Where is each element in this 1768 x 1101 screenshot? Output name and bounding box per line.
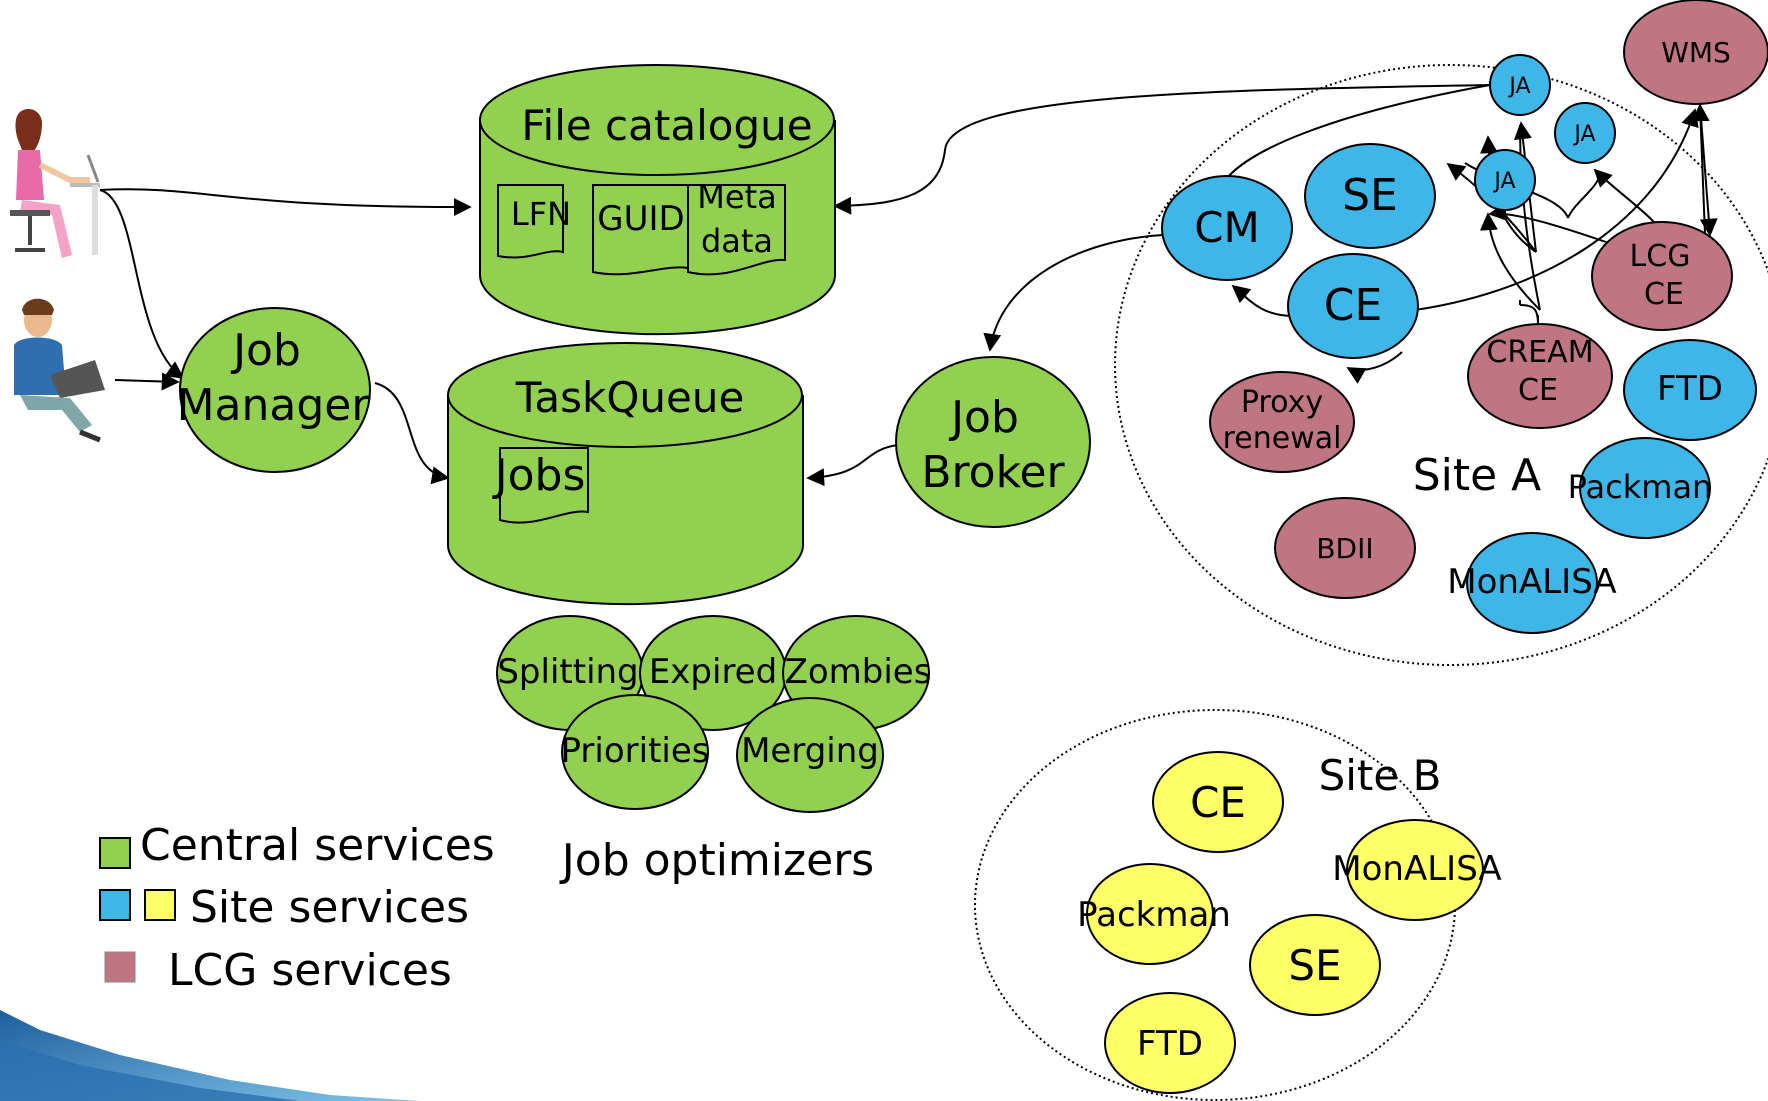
female-user-icon bbox=[10, 108, 100, 258]
optimizer-priorities[interactable] bbox=[561, 694, 709, 810]
monalisa-label: MonALISA bbox=[1447, 562, 1616, 602]
ja-label-2: JA bbox=[1572, 122, 1595, 147]
site-b-ce-label: CE bbox=[1190, 778, 1246, 827]
ftd-label: FTD bbox=[1657, 369, 1723, 409]
site-b-se[interactable]: SE bbox=[1249, 914, 1381, 1016]
site-a-ce[interactable]: CE bbox=[1287, 253, 1419, 359]
metadata-document: Meta data bbox=[687, 178, 786, 276]
metadata-label-line2: data bbox=[701, 222, 773, 260]
legend-swatch-site-blue bbox=[99, 889, 131, 921]
site-a-monalisa[interactable]: MonALISA bbox=[1447, 532, 1617, 634]
optimizer-zombies-label: Zombies bbox=[785, 652, 932, 692]
site-b-monalisa[interactable]: MonALISA bbox=[1332, 819, 1502, 921]
site-a-ja-3[interactable]: JA bbox=[1474, 149, 1536, 211]
cream-ce-label-line2: CE bbox=[1518, 373, 1558, 408]
site-b-monalisa-label: MonALISA bbox=[1332, 849, 1501, 889]
legend-swatch-site-yellow bbox=[144, 889, 176, 921]
slide-corner-decoration bbox=[0, 1010, 420, 1101]
file-catalogue-label: File catalogue bbox=[521, 101, 812, 150]
site-b-packman-label: Packman bbox=[1077, 895, 1231, 935]
site-b-label: Site B bbox=[1319, 751, 1442, 800]
site-b-ce[interactable]: CE bbox=[1152, 751, 1284, 853]
legend: Central services Site services LCG servi… bbox=[99, 820, 495, 996]
guid-label: GUID bbox=[597, 199, 684, 239]
legend-lcg-label: LCG services bbox=[168, 945, 452, 996]
lcg-ce-label-line1: LCG bbox=[1630, 239, 1691, 274]
ja-label-3: JA bbox=[1492, 169, 1515, 194]
optimizer-expired-label: Expired bbox=[649, 652, 777, 692]
guid-document: GUID bbox=[592, 184, 689, 276]
optimizer-merging-label: Merging bbox=[741, 731, 879, 771]
site-a-lcg-ce[interactable]: LCG CE bbox=[1591, 221, 1733, 331]
job-manager-label-line2: Manager bbox=[177, 380, 371, 431]
lfn-label: LFN bbox=[511, 195, 571, 233]
job-broker-label-line2: Broker bbox=[921, 447, 1065, 498]
legend-site-label: Site services bbox=[190, 882, 469, 933]
site-b-packman[interactable]: Packman bbox=[1077, 863, 1231, 965]
jobs-document: Jobs bbox=[492, 447, 589, 524]
site-a-packman[interactable]: Packman bbox=[1568, 437, 1713, 539]
site-b-se-label: SE bbox=[1288, 941, 1341, 990]
site-b-ftd[interactable]: FTD bbox=[1104, 992, 1236, 1094]
job-optimizers: Splitting Expired Zombies Priorities Mer… bbox=[496, 615, 932, 886]
site-a-cream-ce[interactable]: CREAM CE bbox=[1467, 323, 1613, 429]
cream-ce-label-line1: CREAM bbox=[1486, 335, 1593, 370]
job-broker-node[interactable]: Job Broker bbox=[895, 356, 1091, 528]
legend-swatch-central bbox=[99, 837, 131, 869]
proxy-renewal-label-line1: Proxy bbox=[1241, 385, 1323, 420]
optimizer-priorities-label: Priorities bbox=[561, 731, 710, 771]
optimizer-splitting-label: Splitting bbox=[497, 652, 638, 692]
se-label: SE bbox=[1342, 170, 1398, 221]
job-manager-label-line1: Job bbox=[230, 325, 301, 376]
job-broker-label-line1: Job bbox=[948, 392, 1019, 443]
site-a-bdii[interactable]: BDII bbox=[1274, 497, 1416, 599]
wms-label: WMS bbox=[1661, 36, 1731, 69]
job-manager-node[interactable]: Job Manager bbox=[177, 307, 371, 473]
site-a-ja-1[interactable]: JA bbox=[1489, 54, 1551, 116]
site-a-boundary bbox=[1114, 64, 1768, 666]
bdii-label: BDII bbox=[1316, 532, 1373, 565]
site-a-cm[interactable]: CM bbox=[1161, 175, 1293, 281]
site-a-ja-2[interactable]: JA bbox=[1554, 102, 1616, 164]
legend-swatch-lcg bbox=[104, 951, 136, 983]
site-a-se[interactable]: SE bbox=[1304, 143, 1436, 249]
site-a-wms[interactable]: WMS bbox=[1623, 0, 1768, 105]
ja-label-1: JA bbox=[1507, 74, 1530, 99]
site-a-proxy-renewal[interactable]: Proxy renewal bbox=[1209, 371, 1355, 473]
site-a-ftd[interactable]: FTD bbox=[1623, 339, 1757, 441]
optimizer-merging[interactable] bbox=[736, 697, 884, 813]
taskqueue-label: TaskQueue bbox=[515, 373, 745, 422]
proxy-renewal-label-line2: renewal bbox=[1223, 421, 1342, 456]
packman-label: Packman bbox=[1568, 468, 1713, 506]
jobs-label: Jobs bbox=[492, 450, 586, 501]
site-b-ftd-label: FTD bbox=[1137, 1024, 1203, 1064]
lfn-document: LFN bbox=[497, 184, 571, 259]
lcg-ce-label-line2: CE bbox=[1644, 277, 1684, 312]
legend-central-label: Central services bbox=[140, 820, 495, 871]
male-user-icon bbox=[14, 298, 105, 443]
optimizers-caption: Job optimizers bbox=[559, 835, 874, 886]
metadata-label-line1: Meta bbox=[697, 178, 776, 216]
ce-label: CE bbox=[1324, 280, 1383, 331]
site-a-label: Site A bbox=[1413, 450, 1542, 501]
cm-label: CM bbox=[1194, 203, 1260, 252]
